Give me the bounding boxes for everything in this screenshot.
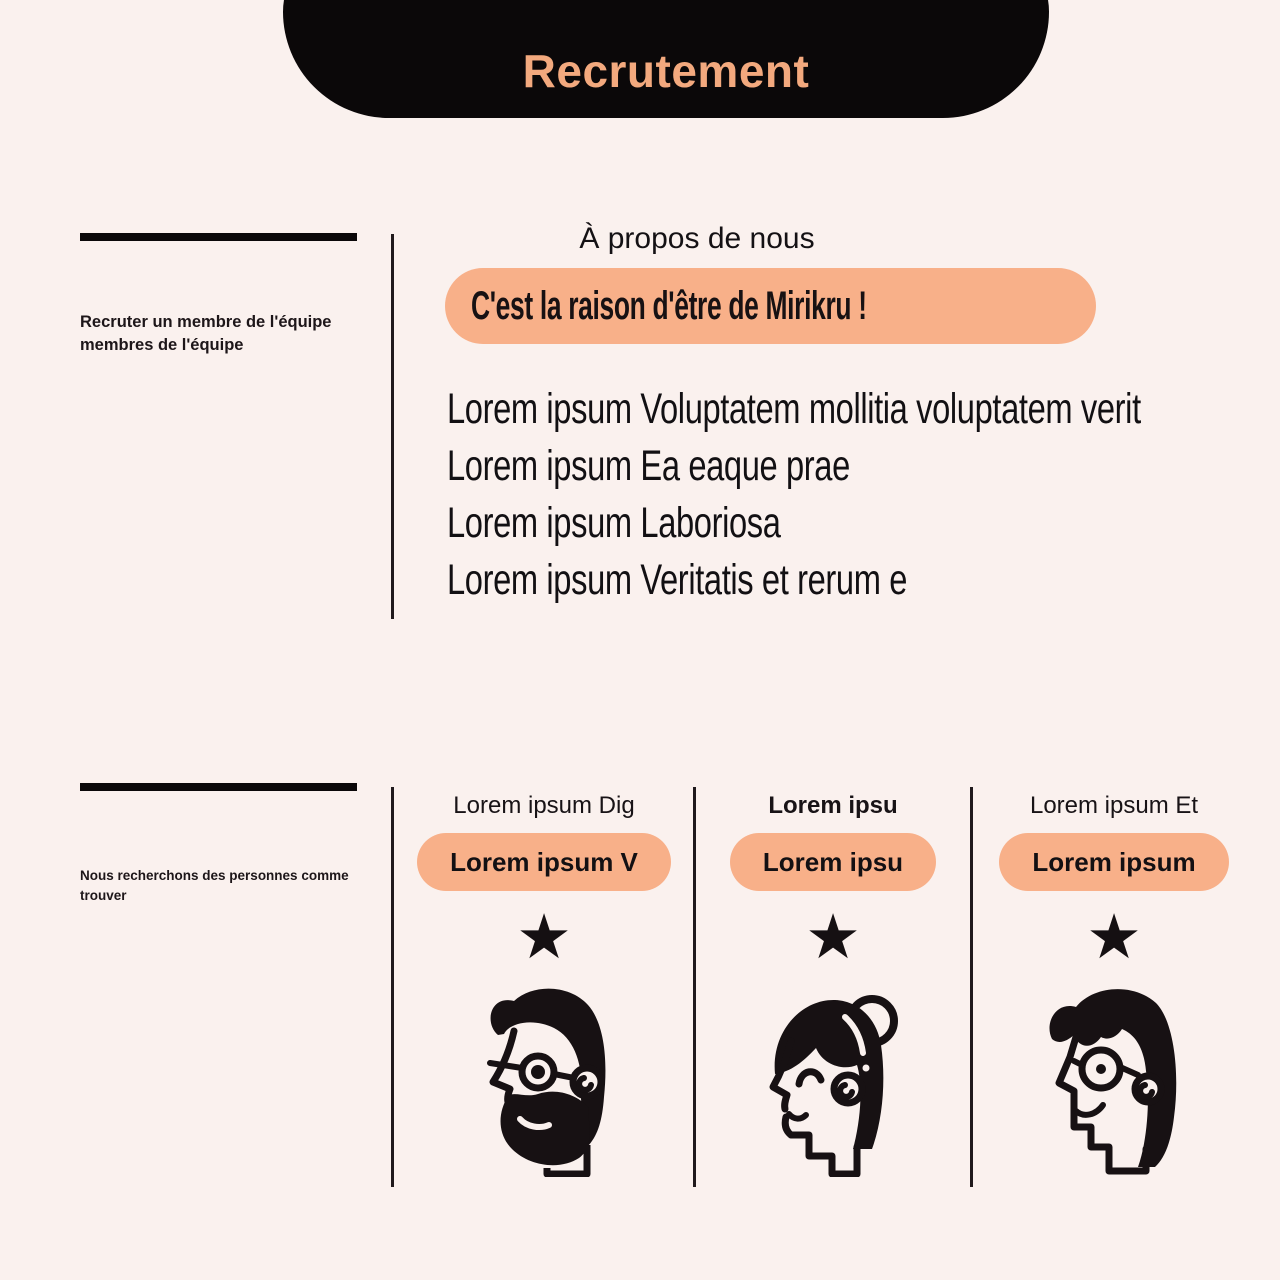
column-header: Lorem ipsum Dig [453, 792, 635, 819]
column-pill: Lorem ipsum V [417, 833, 671, 891]
about-highlight-text: C'est la raison d'être de Mirikru ! [471, 283, 867, 328]
about-heading: À propos de nous [579, 222, 815, 255]
list-item: Lorem ipsum Laboriosa [447, 499, 781, 547]
team-column-3: Lorem ipsum Et Lorem ipsum ★ [974, 790, 1254, 1190]
about-highlight-pill: C'est la raison d'être de Mirikru ! [445, 268, 1097, 344]
team-divider [970, 787, 973, 1187]
bearded-man-with-glasses-icon [487, 988, 606, 1177]
team-column-1: Lorem ipsum Dig Lorem ipsum V ★ [394, 790, 694, 1190]
column-header: Lorem ipsum Et [1029, 792, 1199, 819]
list-item: Lorem ipsum Veritatis et rerum e [447, 556, 908, 604]
star-icon: ★ [516, 900, 572, 973]
about-sidebar-label: Recruter un membre de l'équipe membres d… [80, 313, 332, 354]
team-divider [693, 787, 696, 1187]
list-item: Lorem ipsum Ea eaque prae [447, 442, 850, 490]
section-rule-about [80, 233, 357, 241]
about-divider [391, 234, 394, 619]
page-title: Recrutement [522, 45, 810, 97]
about-list: Lorem ipsum Voluptatem mollitia voluptat… [447, 381, 1280, 609]
list-item: Lorem ipsum Voluptatem mollitia voluptat… [447, 385, 1141, 433]
title-banner: Recrutement [283, 0, 1049, 118]
column-pill: Lorem ipsu [729, 833, 937, 891]
star-icon: ★ [1086, 900, 1142, 973]
column-pill: Lorem ipsum [999, 833, 1229, 891]
young-man-with-glasses-icon [1049, 989, 1177, 1175]
column-header: Lorem ipsu [768, 792, 898, 819]
section-rule-team [80, 783, 357, 791]
team-divider [391, 787, 394, 1187]
woman-with-bun-icon [769, 995, 898, 1177]
star-icon: ★ [805, 900, 861, 973]
team-column-2: Lorem ipsu Lorem ipsu ★ [696, 790, 970, 1190]
team-sidebar-label: Nous recherchons des personnes comme tro… [80, 868, 349, 903]
